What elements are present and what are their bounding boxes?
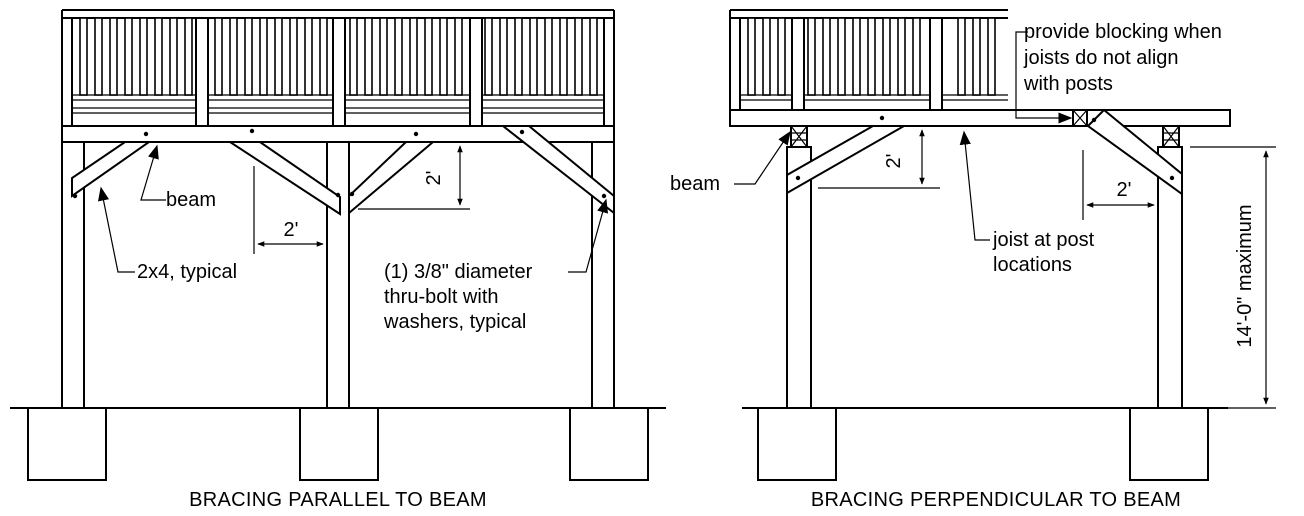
dim-vertical-label: 2' [423, 171, 445, 186]
baluster [837, 17, 846, 96]
baluster [867, 17, 876, 96]
left-diagram: 2' 2' beam 2x4, typical (1) 3/8" diamete… [10, 9, 666, 511]
bolt-label-line2: thru-bolt with [384, 286, 499, 308]
joist-label-line2: locations [993, 254, 1072, 276]
blocking [790, 109, 1180, 148]
footing [299, 407, 379, 481]
baluster [529, 17, 538, 96]
baluster [747, 17, 756, 96]
baluster [94, 17, 103, 96]
baluster [514, 17, 523, 96]
left-caption: BRACING PARALLEL TO BEAM [189, 489, 487, 511]
blocking-leader [1015, 31, 1073, 124]
bolt-label-line1: (1) 3/8" diameter [384, 261, 533, 283]
post [326, 141, 350, 409]
diagonal-brace [71, 131, 153, 199]
baluster [409, 17, 418, 96]
baluster [379, 17, 388, 96]
baluster [154, 17, 163, 96]
baluster [109, 17, 118, 96]
footing [757, 407, 837, 481]
baluster [499, 17, 508, 96]
baluster [777, 17, 786, 96]
baluster [349, 17, 358, 96]
baluster [822, 17, 831, 96]
beam-leader [734, 130, 791, 185]
baluster [364, 17, 373, 96]
baluster [304, 17, 313, 96]
bolt-label-line3: washers, typical [383, 311, 526, 333]
baluster [289, 17, 298, 96]
baluster [454, 17, 463, 96]
baluster [972, 17, 981, 96]
baluster [319, 17, 328, 96]
baluster [394, 17, 403, 96]
baluster [544, 17, 553, 96]
baluster [484, 17, 493, 96]
blocking-label-line1: provide blocking when [1024, 21, 1222, 43]
horizontal-dimension [253, 166, 324, 254]
joist [729, 109, 1231, 127]
joist-leader [959, 130, 990, 241]
baluster [259, 17, 268, 96]
beam-leader [140, 144, 166, 201]
dim-horizontal-label: 2' [284, 219, 299, 241]
baluster [124, 17, 133, 96]
baluster [214, 17, 223, 96]
beam-label: beam [670, 173, 720, 195]
railing [729, 9, 1008, 111]
baluster [897, 17, 906, 96]
bolt-leader [568, 198, 609, 273]
beam [61, 125, 615, 143]
baluster [184, 17, 193, 96]
diagonal-brace [226, 128, 341, 216]
baluster [957, 17, 966, 96]
dim-horizontal-label: 2' [1117, 179, 1132, 201]
right-diagram: 2' 2' 14'-0" maximum beam joist at post … [670, 9, 1276, 511]
footing [1129, 407, 1209, 481]
baluster [274, 17, 283, 96]
right-caption: BRACING PERPENDICULAR TO BEAM [811, 489, 1181, 511]
baluster [439, 17, 448, 96]
member-leader [98, 186, 135, 273]
baluster [987, 17, 996, 96]
max-height-label: 14'-0" maximum [1234, 204, 1256, 347]
baluster [559, 17, 568, 96]
railing [61, 9, 615, 127]
baluster [762, 17, 771, 96]
member-label: 2x4, typical [137, 261, 237, 283]
max-height-dimension [1190, 146, 1276, 409]
joist-label-line1: joist at post [992, 229, 1095, 251]
baluster [912, 17, 921, 96]
baluster [229, 17, 238, 96]
diagonal-brace [500, 125, 615, 216]
baluster [574, 17, 583, 96]
baluster [169, 17, 178, 96]
diagonal-brace [1086, 108, 1183, 196]
baluster [244, 17, 253, 96]
baluster [424, 17, 433, 96]
diagonal-brace [786, 115, 908, 195]
baluster [589, 17, 598, 96]
vertical-dimension [818, 125, 940, 189]
vertical-dimension [358, 141, 470, 210]
baluster [807, 17, 816, 96]
dim-vertical-label: 2' [883, 154, 905, 169]
baluster [79, 17, 88, 96]
baluster [852, 17, 861, 96]
footing [569, 407, 649, 481]
diagonal-brace [348, 131, 436, 216]
blocking-label-line3: with posts [1023, 73, 1113, 95]
footing [27, 407, 107, 481]
horizontal-dimension [1082, 150, 1155, 220]
baluster [139, 17, 148, 96]
baluster [882, 17, 891, 96]
beam-label: beam [166, 189, 216, 211]
blocking-label-line2: joists do not align [1023, 47, 1179, 69]
